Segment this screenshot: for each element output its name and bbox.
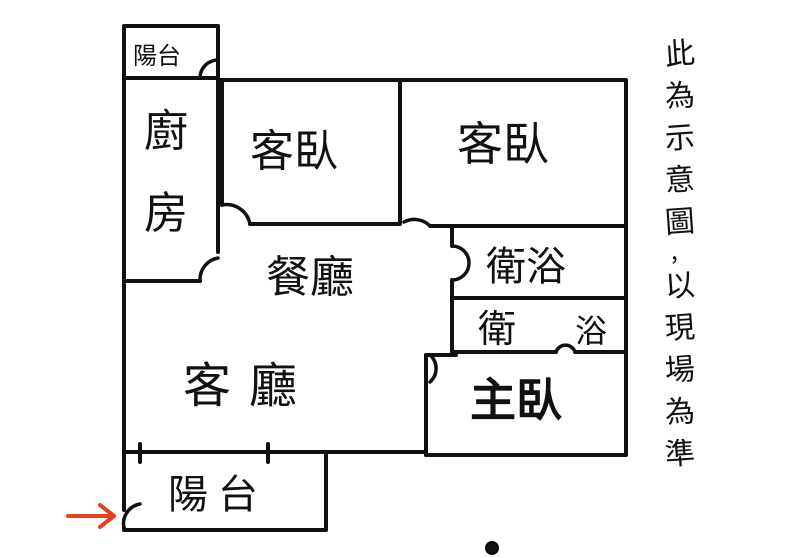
note-char: 意 — [663, 161, 697, 200]
door-kitchen — [198, 256, 220, 283]
right-arrow-icon — [66, 503, 116, 529]
master-bedroom-label: 主臥 — [470, 373, 562, 427]
door-master — [428, 353, 438, 384]
guest-room-left-label: 客臥 — [250, 126, 338, 177]
doors — [121, 58, 577, 530]
walls — [122, 24, 628, 532]
note-char: 現 — [663, 309, 697, 348]
living-label: 客廳 — [183, 358, 315, 414]
note-char: 準 — [663, 435, 697, 474]
bathroom-lower-label-2: 浴 — [575, 312, 607, 350]
guest-room-right-label: 客臥 — [457, 117, 549, 171]
door-bath-upper — [450, 244, 471, 282]
balcony-top-label: 陽台 — [133, 42, 181, 70]
note-char: 為 — [663, 77, 697, 116]
kitchen-label-2: 房 — [144, 188, 188, 239]
bathroom-lower-label-1: 衛 — [478, 307, 516, 351]
note-char: 示 — [663, 119, 697, 158]
door-entrance — [121, 502, 142, 530]
note-char: 以 — [663, 267, 697, 306]
door-bath-lower — [554, 343, 577, 354]
balcony-bottom-label: 陽台 — [168, 472, 268, 518]
note-char: 場 — [663, 351, 697, 390]
note-char: 為 — [663, 393, 697, 432]
door-guest-right — [402, 217, 432, 228]
bathroom-upper-label: 衛浴 — [486, 244, 566, 290]
note-char: 此 — [663, 35, 697, 74]
balcony-top-wall — [122, 24, 220, 80]
door-balcony-top — [198, 58, 220, 80]
door-guest-left — [220, 202, 252, 226]
dot-mark — [485, 541, 499, 555]
kitchen-label-1: 廚 — [144, 106, 188, 157]
dining-label: 餐廳 — [266, 252, 354, 303]
